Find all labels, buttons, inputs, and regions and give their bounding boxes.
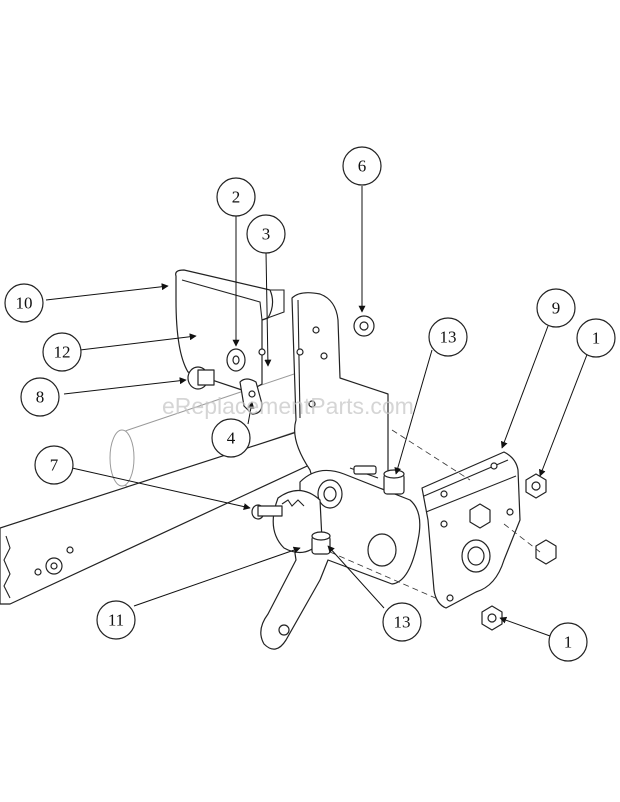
svg-text:11: 11 — [108, 611, 124, 630]
callout-2: 2 — [216, 177, 256, 217]
svg-text:6: 6 — [358, 157, 367, 176]
svg-text:2: 2 — [232, 188, 241, 207]
svg-text:12: 12 — [54, 343, 71, 362]
nut-6 — [353, 315, 375, 337]
svg-text:13: 13 — [394, 613, 411, 632]
callout-13a: 13 — [428, 317, 468, 357]
callout-12: 12 — [42, 332, 82, 372]
bolt-7 — [251, 504, 283, 520]
svg-text:8: 8 — [36, 388, 45, 407]
callout-8: 8 — [20, 377, 60, 417]
locknut-1-a — [525, 473, 547, 499]
svg-text:13: 13 — [440, 328, 457, 347]
watermark-text: eReplacementParts.com — [162, 393, 414, 419]
locknut-1-d — [481, 605, 503, 631]
svg-text:9: 9 — [552, 299, 561, 318]
spacer-13-lower — [311, 531, 331, 555]
leader-lines — [45, 186, 589, 637]
side-plate-9 — [421, 451, 521, 609]
callout-11: 11 — [96, 600, 136, 640]
svg-text:3: 3 — [262, 225, 271, 244]
bolt-8 — [187, 366, 215, 390]
callout-6: 6 — [342, 146, 382, 186]
alignment-lines — [329, 429, 541, 601]
callout-3: 3 — [246, 214, 286, 254]
svg-text:1: 1 — [592, 329, 601, 348]
drive-gear — [272, 489, 323, 554]
svg-text:10: 10 — [16, 294, 33, 313]
callout-10: 10 — [4, 283, 44, 323]
frame-rail — [0, 417, 347, 605]
locknut-1-b — [469, 503, 491, 529]
washer-2 — [226, 348, 246, 372]
svg-text:1: 1 — [564, 633, 573, 652]
callout-13b: 13 — [382, 602, 422, 642]
callout-1b: 1 — [548, 622, 588, 662]
locknut-1-c — [535, 539, 557, 565]
callout-1a: 1 — [576, 318, 616, 358]
lever-4 — [239, 378, 263, 415]
svg-text:4: 4 — [227, 429, 236, 448]
guard-cover — [175, 269, 285, 393]
callout-7: 7 — [34, 445, 74, 485]
svg-text:7: 7 — [50, 456, 59, 475]
callout-4: 4 — [211, 418, 251, 458]
callout-9: 9 — [536, 288, 576, 328]
